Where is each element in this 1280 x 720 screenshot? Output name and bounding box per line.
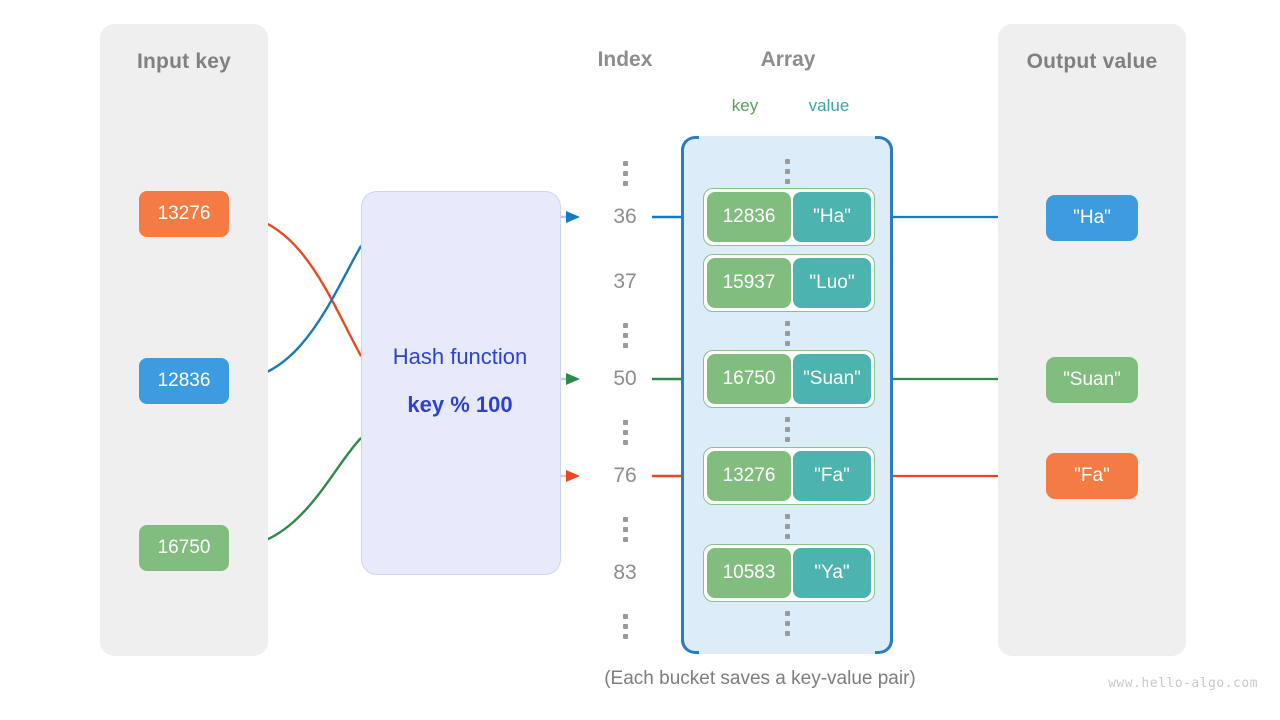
array-ellipsis-top [784,159,790,184]
array-column-header: Array [760,48,816,71]
array-key-sublabel: key [731,96,759,115]
index-ellipsis-2 [622,323,628,348]
bucket-value-fa: "Fa" [793,451,871,501]
bucket-row-83[interactable]: 10583 "Ya" [703,544,875,602]
bucket-value-ha: "Ha" [793,192,871,242]
output-panel-title: Output value [1026,50,1158,73]
input-key-chip-13276[interactable]: 13276 [139,191,229,237]
index-label-36: 36 [613,205,637,228]
bucket-row-37[interactable]: 15937 "Luo" [703,254,875,312]
bucket-row-50[interactable]: 16750 "Suan" [703,350,875,408]
array-ellipsis-bottom [784,611,790,636]
index-column: 36 37 50 76 83 [563,135,687,655]
index-label-76: 76 [613,464,637,487]
index-column-header: Index [597,48,653,71]
bucket-value-suan: "Suan" [793,354,871,404]
output-value-panel: Output value [998,24,1186,656]
bucket-value-ya: "Ya" [793,548,871,598]
index-ellipsis-3 [622,420,628,445]
bucket-key-16750: 16750 [707,354,791,404]
hash-function-formula: key % 100 [407,392,513,417]
site-watermark: www.hello-algo.com [1108,676,1258,691]
hash-function-label: Hash function [392,344,528,369]
output-value-chip-ha[interactable]: "Ha" [1046,195,1138,241]
input-key-chip-16750[interactable]: 16750 [139,525,229,571]
array-value-sublabel: value [808,96,850,115]
input-panel-title: Input key [137,50,231,73]
index-label-83: 83 [613,561,637,584]
bucket-row-36[interactable]: 12836 "Ha" [703,188,875,246]
hash-function-box [361,191,561,575]
array-ellipsis-2 [784,321,790,346]
index-ellipsis-4 [622,517,628,542]
bucket-key-13276: 13276 [707,451,791,501]
input-key-chip-12836[interactable]: 12836 [139,358,229,404]
array-ellipsis-3 [784,417,790,442]
bucket-key-15937: 15937 [707,258,791,308]
bucket-row-76[interactable]: 13276 "Fa" [703,447,875,505]
bucket-key-10583: 10583 [707,548,791,598]
index-ellipsis-bottom [622,614,628,639]
output-value-chip-suan[interactable]: "Suan" [1046,357,1138,403]
diagram-caption: (Each bucket saves a key-value pair) [604,668,916,689]
bucket-value-luo: "Luo" [793,258,871,308]
bucket-key-12836: 12836 [707,192,791,242]
array-ellipsis-4 [784,514,790,539]
index-label-37: 37 [613,270,637,293]
index-label-50: 50 [613,367,637,390]
output-value-chip-fa[interactable]: "Fa" [1046,453,1138,499]
index-ellipsis-top [622,161,628,186]
